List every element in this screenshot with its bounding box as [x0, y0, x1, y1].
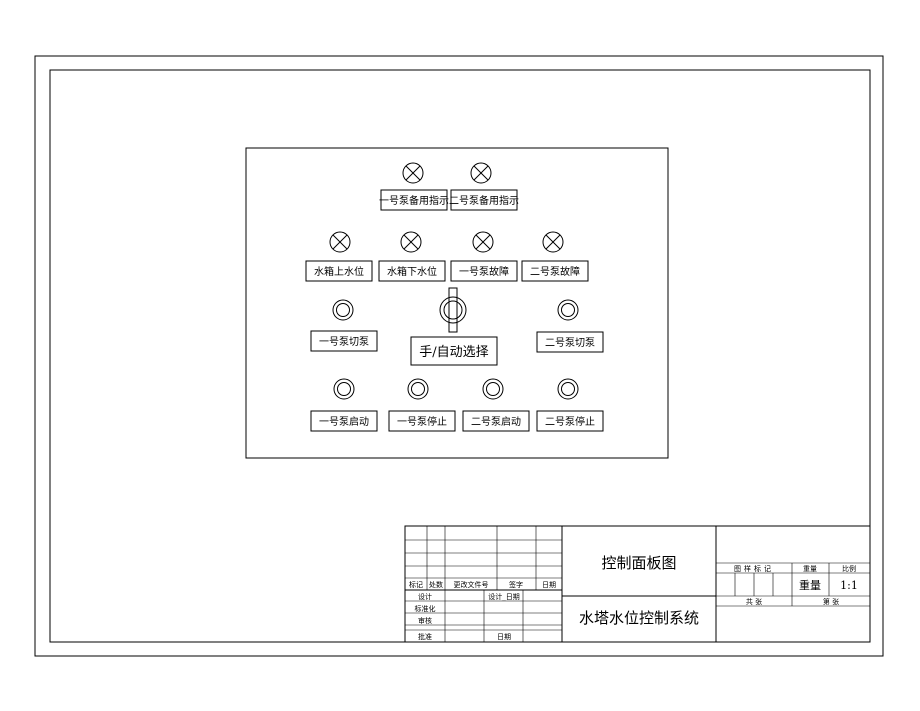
rev-header: 更改文件号 — [454, 580, 489, 589]
lamp-label: 二号泵备用指示 — [449, 194, 519, 207]
label-box: 水箱下水位 — [378, 260, 446, 282]
total-sheets: 共 张 — [746, 597, 762, 606]
indicator-lamp — [400, 231, 422, 253]
role-label: 批准 — [418, 632, 432, 641]
indicator-lamp — [402, 162, 424, 184]
outer-border — [34, 55, 884, 657]
label-box: 二号泵停止 — [536, 410, 604, 432]
date-label: 日期 — [497, 633, 511, 641]
lamp-label: 水箱下水位 — [387, 265, 437, 278]
title-block: 标记 处数 更改文件号 签字 日期 设计 标准化 审核 批准 设计_日期 日期 … — [404, 525, 871, 643]
role-label: 设计 — [418, 592, 432, 601]
indicator-lamp — [470, 162, 492, 184]
switch-label: 一号泵切泵 — [319, 336, 369, 348]
rev-header: 标记 — [409, 580, 423, 589]
label-box: 二号泵启动 — [462, 410, 530, 432]
label-box: 一号泵故障 — [450, 260, 518, 282]
stop-button — [407, 378, 429, 400]
label-box: 水箱上水位 — [305, 260, 373, 282]
rev-header: 日期 — [542, 581, 556, 589]
label-box: 一号泵启动 — [310, 410, 378, 432]
pump2-switch-button — [557, 299, 579, 321]
label-box: 手/自动选择 — [410, 336, 498, 366]
lamp-label: 一号泵备用指示 — [379, 194, 449, 207]
button-label: 一号泵停止 — [397, 415, 447, 428]
mark-header: 图样标记 — [734, 564, 774, 573]
design-date-label: 设计_日期 — [488, 592, 520, 601]
weight-header: 重量 — [803, 565, 817, 573]
label-box: 二号泵切泵 — [536, 331, 604, 353]
label-box: 二号泵备用指示 — [449, 189, 519, 211]
control-panel — [245, 147, 669, 459]
button-label: 一号泵启动 — [319, 415, 369, 428]
weight-value: 重量 — [799, 578, 821, 592]
switch-label: 二号泵切泵 — [545, 337, 595, 349]
label-box: 一号泵切泵 — [310, 330, 378, 352]
stop-button — [557, 378, 579, 400]
scale-value: 1:1 — [840, 579, 858, 592]
role-label: 标准化 — [415, 604, 436, 613]
indicator-lamp — [542, 231, 564, 253]
indicator-lamp — [329, 231, 351, 253]
label-box: 一号泵备用指示 — [379, 189, 449, 211]
pump1-switch-button — [332, 299, 354, 321]
lamp-label: 二号泵故障 — [530, 265, 580, 278]
rev-header: 处数 — [429, 580, 443, 589]
indicator-lamp — [472, 231, 494, 253]
label-box: 一号泵停止 — [388, 410, 456, 432]
drawing-name: 控制面板图 — [601, 554, 676, 572]
selector-switch — [439, 287, 467, 333]
scale-header: 比例 — [842, 564, 856, 573]
rev-header: 签字 — [509, 580, 523, 589]
lamp-label: 水箱上水位 — [314, 265, 364, 278]
system-name: 水塔水位控制系统 — [579, 609, 699, 627]
label-box: 二号泵故障 — [521, 260, 589, 282]
button-label: 二号泵停止 — [545, 415, 595, 428]
role-label: 审核 — [418, 616, 432, 625]
start-button — [482, 378, 504, 400]
button-label: 二号泵启动 — [471, 415, 521, 428]
lamp-label: 一号泵故障 — [459, 265, 509, 278]
sheet-number: 第 张 — [823, 597, 839, 606]
selector-label: 手/自动选择 — [419, 345, 488, 360]
start-button — [333, 378, 355, 400]
